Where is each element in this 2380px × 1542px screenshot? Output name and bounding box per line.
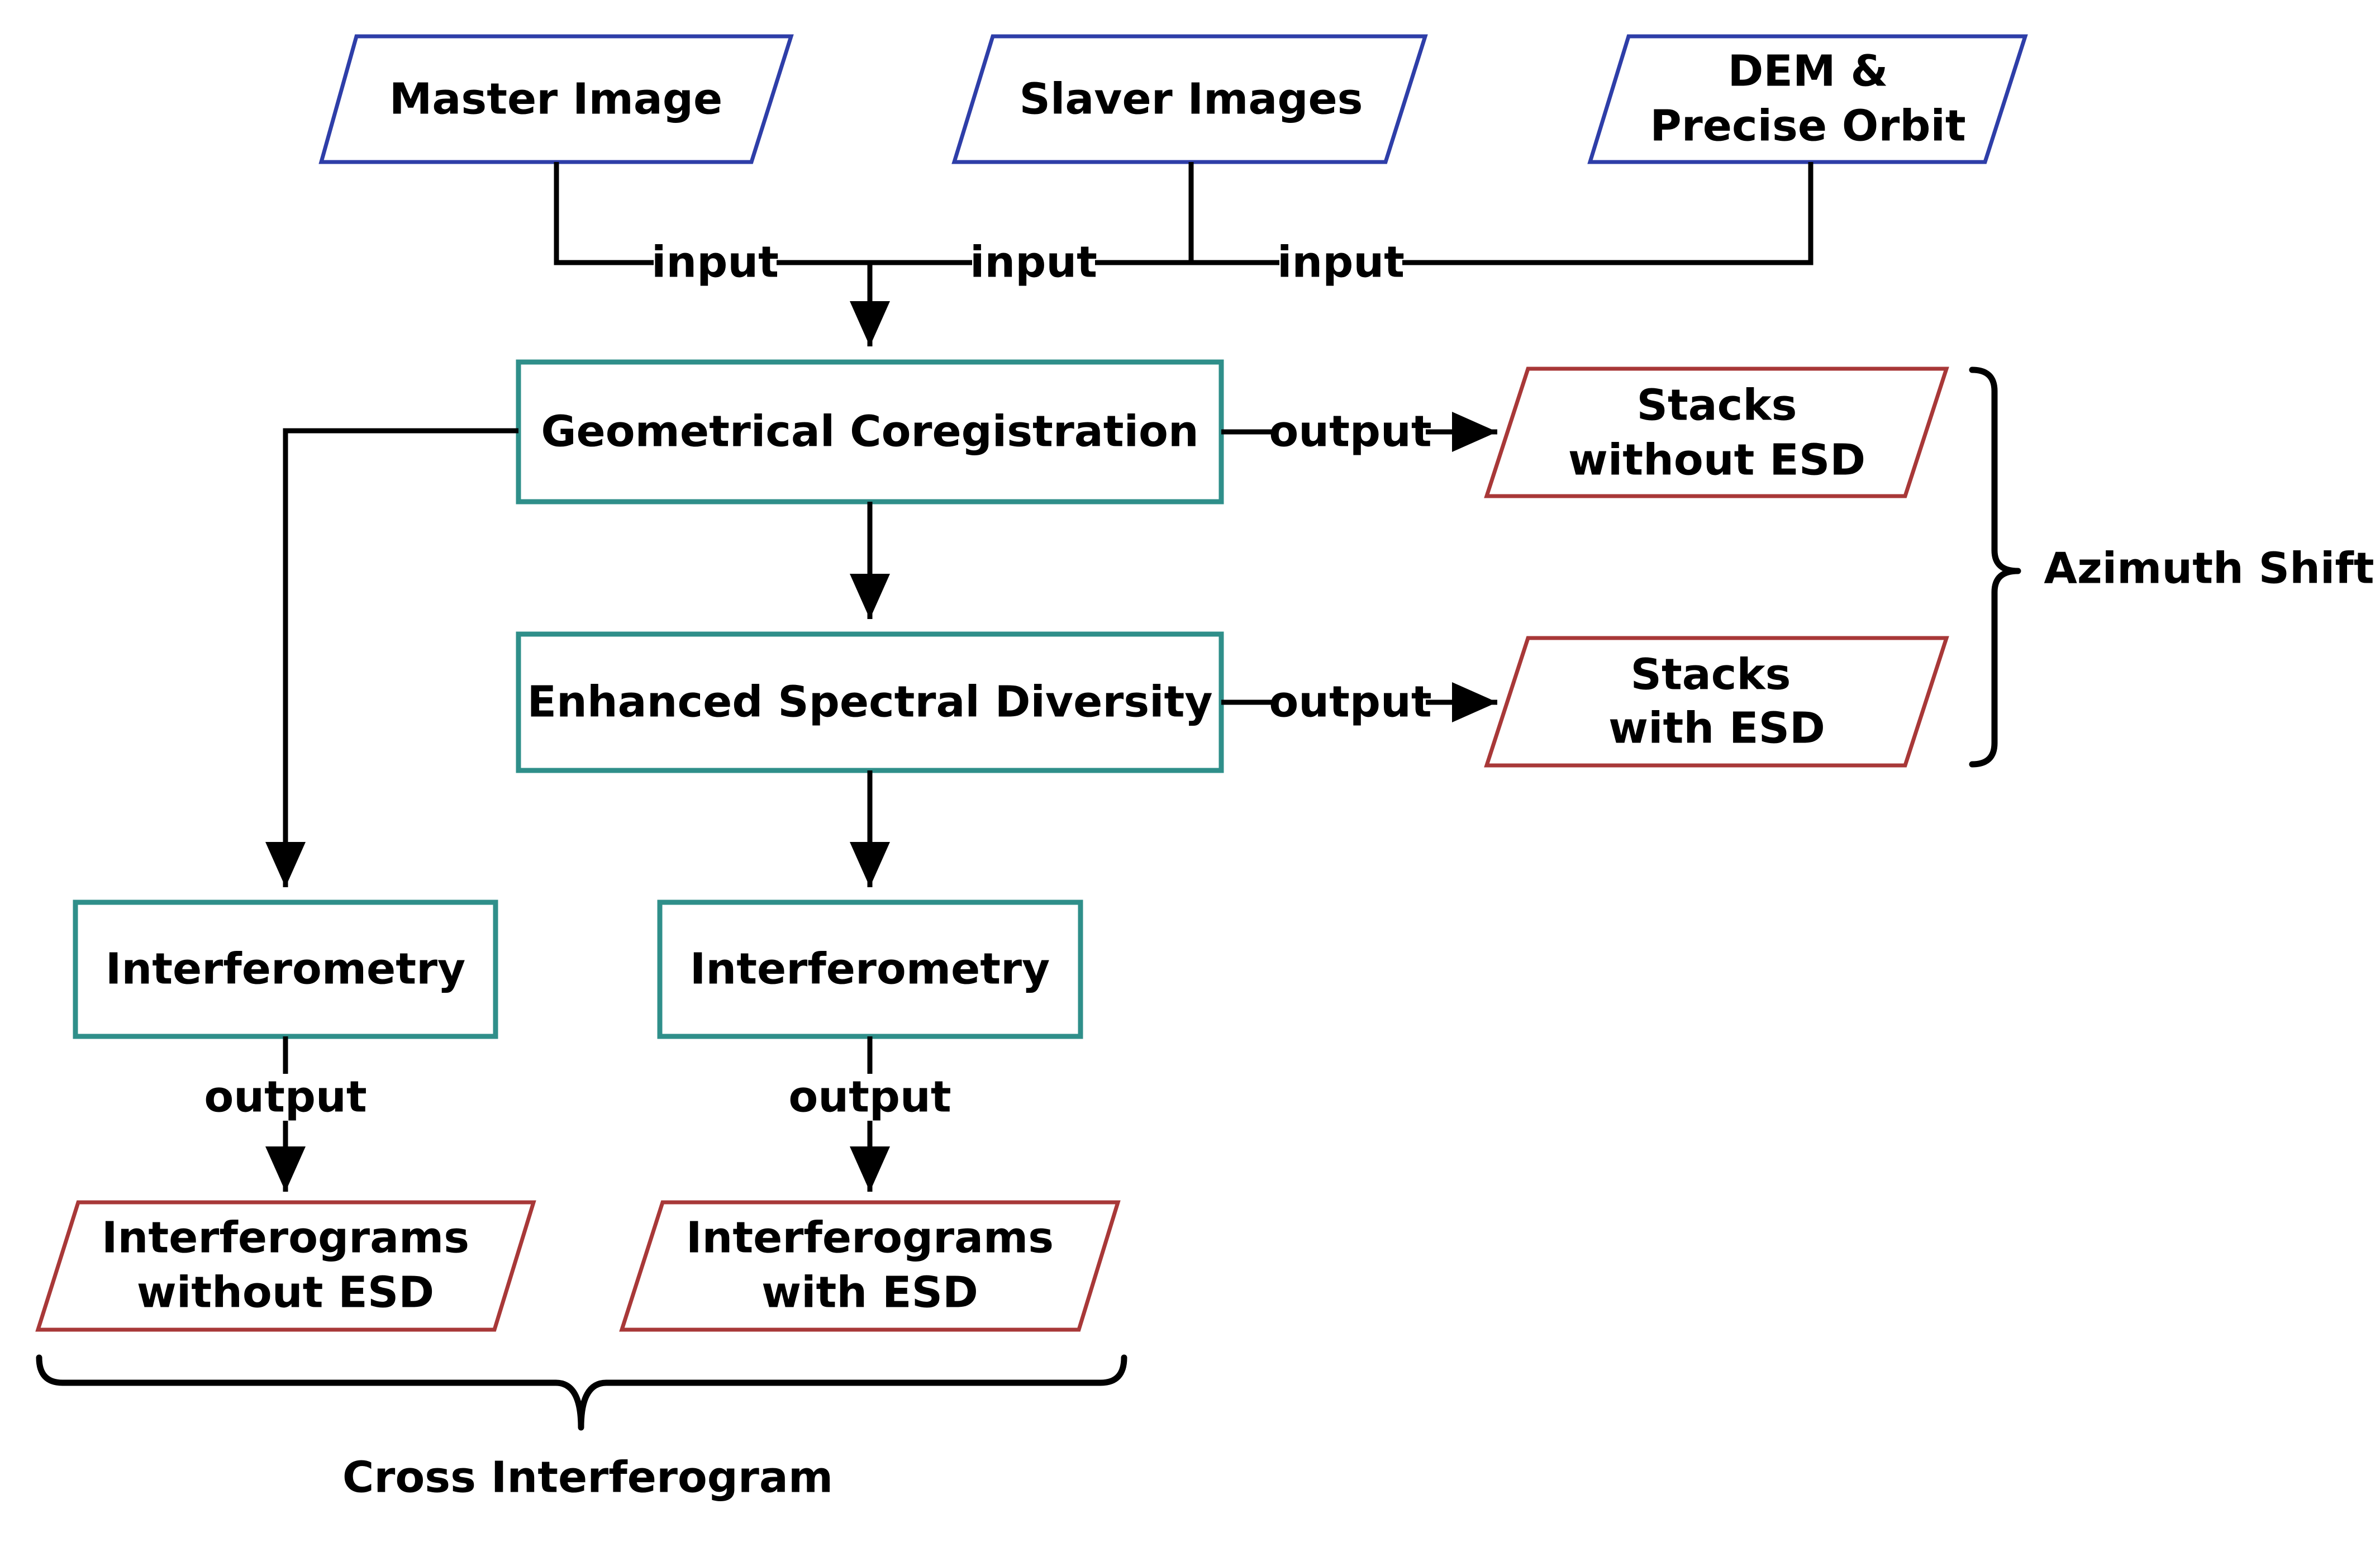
output-label: output — [1269, 407, 1431, 457]
stacks-without-esd-line2: without ESD — [1568, 436, 1865, 486]
dem-label-line2: Precise Orbit — [1650, 102, 1965, 151]
interferograms-with-esd-line1: Interferograms — [686, 1213, 1054, 1263]
interferometry-left-output-edge: output — [204, 1036, 367, 1192]
input-edge-label-1: input — [651, 238, 779, 288]
interferometry-right-output-edge: output — [788, 1036, 951, 1192]
interferograms-without-esd-line1: Interferograms — [102, 1213, 469, 1263]
output-label: output — [788, 1073, 951, 1122]
interferometry-box-right: Interferometry — [657, 900, 1083, 1039]
interferograms-without-esd-node: Interferograms without ESD — [35, 1200, 536, 1332]
esd-output-edge: output — [1221, 678, 1497, 727]
cross-interferogram-label: Cross Interferogram — [342, 1453, 833, 1503]
stacks-with-esd-line1: Stacks — [1631, 650, 1791, 700]
slaver-images-label: Slaver Images — [1019, 75, 1363, 125]
input-edge-label-2: input — [970, 238, 1097, 288]
interferograms-with-esd-line2: with ESD — [761, 1268, 978, 1318]
interferometry-label-right: Interferometry — [690, 945, 1050, 994]
input-label: input — [651, 238, 779, 288]
interferograms-with-esd-node: Interferograms with ESD — [619, 1200, 1121, 1332]
input-label: input — [970, 238, 1097, 288]
stacks-with-esd-line2: with ESD — [1608, 704, 1825, 754]
dem-orbit-node: DEM & Precise Orbit — [1587, 34, 2028, 164]
master-image-node: Master Image — [318, 34, 794, 164]
geometrical-coregistration-box: Geometrical Coregistration — [516, 359, 1224, 505]
stacks-without-esd-node: Stacks without ESD — [1484, 367, 1949, 498]
azimuth-shift-label: Azimuth Shift — [2044, 544, 2374, 594]
azimuth-shift-brace — [1969, 367, 2021, 768]
stacks-without-esd-line1: Stacks — [1637, 381, 1797, 431]
geometrical-coregistration-label: Geometrical Coregistration — [541, 407, 1198, 457]
input-connectors — [554, 162, 1813, 346]
cross-interferogram-group: Cross Interferogram — [36, 1354, 1127, 1503]
coregistration-output-edge: output — [1221, 407, 1497, 457]
dem-label-line1: DEM & — [1727, 47, 1888, 97]
stacks-with-esd-node: Stacks with ESD — [1484, 636, 1949, 768]
output-label: output — [1269, 678, 1431, 727]
interferograms-without-esd-line2: without ESD — [137, 1268, 434, 1318]
output-label: output — [204, 1073, 366, 1122]
interferometry-box-left: Interferometry — [73, 900, 498, 1039]
cross-interferogram-brace — [36, 1354, 1127, 1431]
slaver-images-node: Slaver Images — [951, 34, 1428, 164]
master-image-label: Master Image — [389, 75, 722, 125]
enhanced-spectral-diversity-box: Enhanced Spectral Diversity — [516, 631, 1224, 773]
azimuth-shift-group: Azimuth Shift — [1969, 367, 2374, 768]
interferometry-label-left: Interferometry — [106, 945, 466, 994]
input-label: input — [1277, 238, 1405, 288]
process-connectors — [265, 428, 890, 887]
enhanced-spectral-diversity-label: Enhanced Spectral Diversity — [527, 678, 1212, 727]
input-edge-label-3: input — [1277, 238, 1405, 288]
